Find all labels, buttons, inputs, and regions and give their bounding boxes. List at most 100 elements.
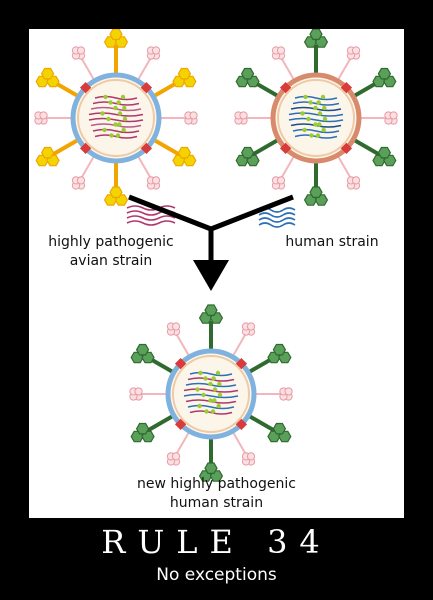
viral-envelope: [165, 348, 257, 440]
ha-spike-head: [35, 67, 60, 88]
merge-arrow: [128, 194, 294, 291]
na-spike-stalk: [279, 154, 296, 180]
human-rna-strand: [258, 222, 296, 228]
na-spike-head: [71, 176, 86, 190]
m2-channel: [235, 418, 248, 431]
rna-strands: [126, 205, 296, 228]
rnp-dot: [100, 111, 105, 116]
rna-segment: [88, 112, 144, 117]
ha-spike-head: [235, 67, 260, 88]
rnp-dot: [212, 387, 218, 392]
ha-spike-head: [198, 304, 224, 324]
rna-segment: [189, 371, 233, 377]
rna-segment: [189, 410, 233, 415]
rnp-dot: [302, 127, 307, 133]
na-spike-stalk: [136, 154, 153, 180]
rna-segment: [183, 388, 239, 393]
na-spike-head: [346, 176, 361, 190]
avian-strain-label: highly pathogenic avian strain: [48, 234, 174, 269]
rnp-dot: [309, 133, 314, 138]
na-spike-head: [166, 452, 181, 466]
arrow-head: [193, 260, 229, 291]
rna-segment: [92, 128, 140, 134]
rnp-dot: [313, 122, 318, 127]
na-spike-head: [271, 46, 286, 60]
ha-spike-head: [130, 422, 155, 443]
ha-spike-stalk: [152, 137, 181, 157]
rna-segment: [94, 95, 138, 101]
avian-rna-strand: [126, 205, 176, 211]
rnp-dot: [315, 133, 321, 138]
human-virus-particle: [234, 29, 398, 206]
rnp-dot: [122, 116, 128, 122]
rnp-dot: [215, 370, 221, 376]
rnp-dot: [300, 111, 305, 116]
na-spike-stalk: [279, 56, 296, 82]
human-rna-strand: [258, 217, 296, 223]
rnp-dot: [216, 403, 221, 409]
m2-channel: [174, 418, 187, 431]
na-spike-stalk: [336, 154, 353, 180]
rnp-dot: [109, 133, 114, 138]
na-spike-stalk: [79, 154, 96, 180]
rnp-dot: [316, 100, 321, 105]
rna-segment: [294, 134, 338, 139]
ha-spike-head: [235, 146, 260, 167]
na-spike-stalk: [174, 430, 191, 456]
matrix-layer: [172, 355, 250, 433]
na-spike-head: [146, 176, 161, 190]
rna-segment: [288, 117, 344, 123]
rnp-dot: [322, 105, 327, 111]
rnp-dot: [113, 122, 118, 127]
na-spike-head: [279, 387, 293, 401]
new-virus-particle: [129, 304, 293, 482]
na-spike-stalk: [136, 56, 153, 82]
rnp-dot: [195, 387, 200, 392]
rnp-dot: [208, 381, 213, 387]
rna-segment: [92, 101, 140, 106]
ha-spike-head: [172, 146, 197, 167]
rna-segment: [292, 128, 340, 134]
rnp-dot: [197, 403, 202, 409]
rnp-dot: [303, 94, 308, 100]
human-strain-label: human strain: [285, 234, 379, 250]
na-spike-stalk: [231, 430, 248, 456]
na-spike-head: [234, 111, 248, 125]
rnp-dot: [320, 94, 326, 100]
rnp-dot: [317, 122, 322, 127]
diagram-panel: highly pathogenic avian strain human str…: [29, 29, 404, 518]
rnp-dot: [212, 398, 217, 403]
na-spike-head: [166, 322, 181, 336]
na-spike-stalk: [231, 332, 248, 358]
na-spike-stalk: [336, 56, 353, 82]
rnp-dot: [308, 100, 313, 105]
rnp-dot: [108, 100, 113, 105]
na-spike-head: [146, 46, 161, 60]
na-spike-head: [346, 46, 361, 60]
rna-segment: [183, 393, 239, 399]
na-spike-head: [241, 452, 256, 466]
ha-spike-head: [35, 146, 60, 167]
rnp-dot: [117, 111, 123, 116]
m2-channel: [340, 81, 353, 94]
avian-virus-particle: [34, 29, 198, 206]
new-strain-label: new highly pathogenic human strain: [137, 476, 296, 511]
ha-spike-head: [372, 67, 397, 88]
rnp-dot: [217, 392, 223, 398]
na-spike-stalk: [174, 332, 191, 358]
ha-spike-head: [303, 186, 329, 206]
rnp-dot: [313, 105, 318, 111]
m2-channel: [140, 81, 153, 94]
matrix-layer: [277, 79, 355, 157]
rna-segment: [88, 117, 144, 123]
rnp-dot: [217, 381, 222, 387]
rnp-dot: [113, 105, 118, 111]
rna-segment: [94, 134, 138, 139]
rnp-dot: [120, 94, 126, 100]
ha-spike-stalk: [352, 137, 381, 157]
rna-segment: [288, 112, 344, 117]
na-spike-head: [71, 46, 86, 60]
rnp-dot: [210, 409, 216, 414]
matrix-layer: [77, 79, 155, 157]
rnp-dot: [117, 122, 122, 127]
